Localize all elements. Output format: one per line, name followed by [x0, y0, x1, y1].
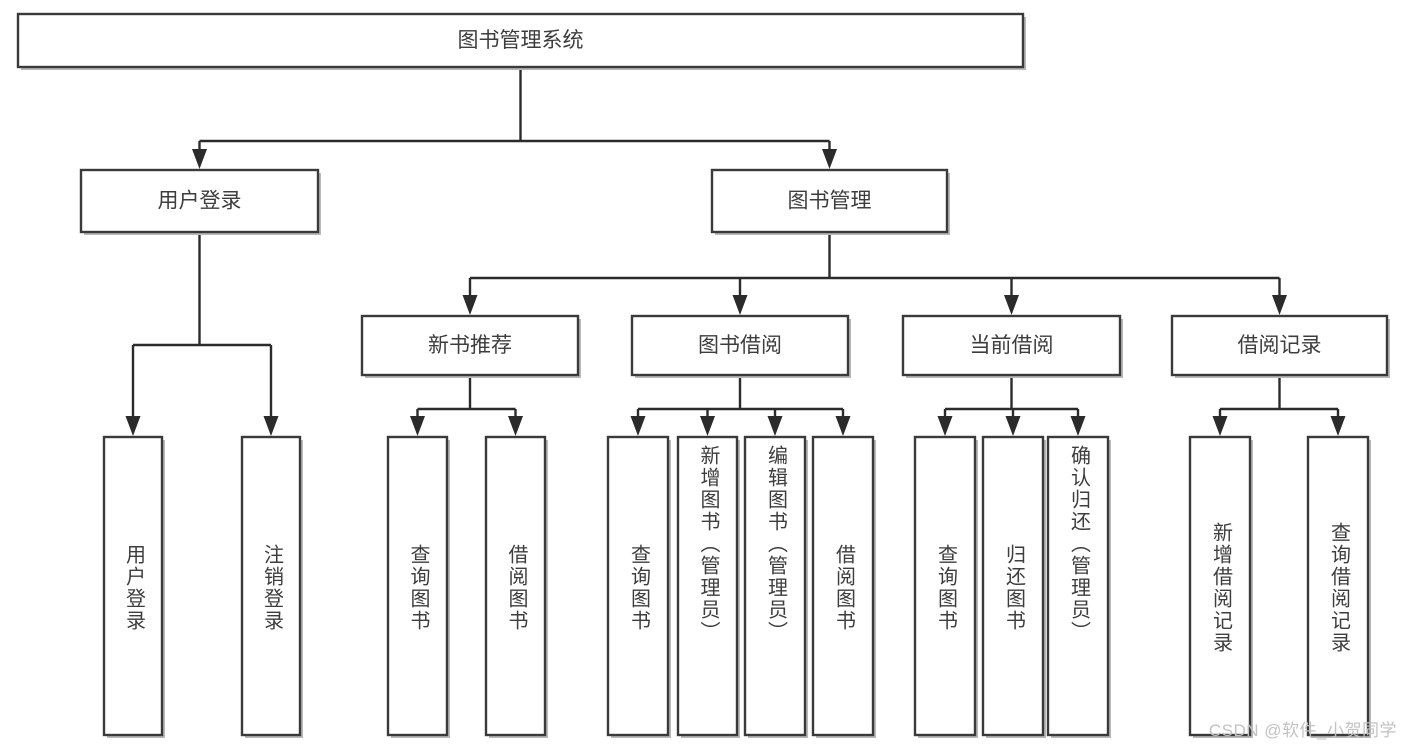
- arrow-head-icon: [937, 416, 953, 436]
- arrow-head-icon: [835, 416, 851, 436]
- node-root[interactable]: 图书管理系统: [16, 12, 1026, 70]
- node-box: [743, 435, 807, 737]
- node-leaf-query-book-1[interactable]: [386, 435, 450, 738]
- node-box: [240, 435, 302, 737]
- node-box: [1188, 435, 1252, 737]
- node-box: [386, 435, 449, 737]
- node-label: 借阅记录: [1238, 334, 1322, 357]
- arrow-head-icon: [1005, 416, 1021, 436]
- arrow-head-icon: [462, 295, 478, 315]
- arrow-head-icon: [630, 416, 646, 436]
- arrow-head-icon: [700, 416, 715, 436]
- watermark-text: CSDN @软件_小贺同学: [1208, 721, 1397, 740]
- node-label: 图书借阅: [698, 334, 782, 357]
- node-label: 当前借阅: [970, 334, 1054, 357]
- node-box: [981, 435, 1045, 737]
- arrow-head-icon: [508, 416, 523, 436]
- node-box: [102, 435, 164, 737]
- arrow-head-icon: [192, 149, 207, 169]
- node-box: [676, 435, 739, 737]
- node-borrow-record[interactable]: 借阅记录: [1170, 314, 1390, 378]
- node-leaf-query-record[interactable]: [1306, 435, 1371, 738]
- node-book-manage[interactable]: 图书管理: [710, 168, 950, 235]
- node-box: [901, 314, 1122, 377]
- node-leaf-add-record[interactable]: [1188, 435, 1253, 738]
- node-label: 用户登录: [158, 190, 242, 213]
- node-leaf-logout[interactable]: [240, 435, 303, 738]
- node-box: [1046, 435, 1110, 737]
- node-leaf-borrow-book-1[interactable]: [484, 435, 548, 738]
- node-user-login[interactable]: 用户登录: [79, 168, 321, 235]
- node-box: [630, 314, 850, 377]
- node-box: [16, 12, 1025, 69]
- node-leaf-query-book-2[interactable]: [606, 435, 671, 738]
- node-book-borrow[interactable]: 图书借阅: [630, 314, 851, 378]
- arrow-head-icon: [1070, 416, 1086, 436]
- arrow-head-icon: [1004, 295, 1019, 315]
- node-leaf-user-login[interactable]: [102, 435, 165, 738]
- node-label: 图书管理: [788, 190, 872, 213]
- node-current-borrow[interactable]: 当前借阅: [901, 314, 1123, 378]
- node-box: [79, 168, 320, 234]
- node-box: [913, 435, 977, 737]
- node-box: [606, 435, 670, 737]
- node-leaf-query-book-3[interactable]: [913, 435, 978, 738]
- arrow-head-icon: [1272, 295, 1287, 315]
- arrow-head-icon: [767, 416, 783, 436]
- node-box: [811, 435, 875, 737]
- arrow-head-icon: [822, 149, 837, 169]
- edge-layer: [125, 67, 1346, 436]
- node-box: [1306, 435, 1370, 737]
- node-leaf-borrow-book-2[interactable]: [811, 435, 876, 738]
- arrow-head-icon: [1212, 416, 1228, 436]
- node-leaf-confirm-return[interactable]: [1046, 435, 1111, 738]
- node-new-book-recommend[interactable]: 新书推荐: [360, 314, 581, 378]
- arrow-head-icon: [125, 416, 141, 436]
- node-box: [360, 314, 580, 377]
- node-label: 图书管理系统: [458, 29, 584, 52]
- arrow-head-icon: [410, 416, 425, 436]
- node-box: [1170, 314, 1389, 377]
- node-leaf-return-book[interactable]: [981, 435, 1046, 738]
- node-box: [484, 435, 547, 737]
- arrow-head-icon: [263, 416, 279, 436]
- node-label: 新书推荐: [428, 334, 512, 357]
- node-box: [710, 168, 949, 234]
- node-leaf-add-book[interactable]: [676, 435, 740, 738]
- arrow-head-icon: [732, 295, 748, 315]
- node-leaf-edit-book[interactable]: [743, 435, 808, 738]
- arrow-head-icon: [1330, 416, 1346, 436]
